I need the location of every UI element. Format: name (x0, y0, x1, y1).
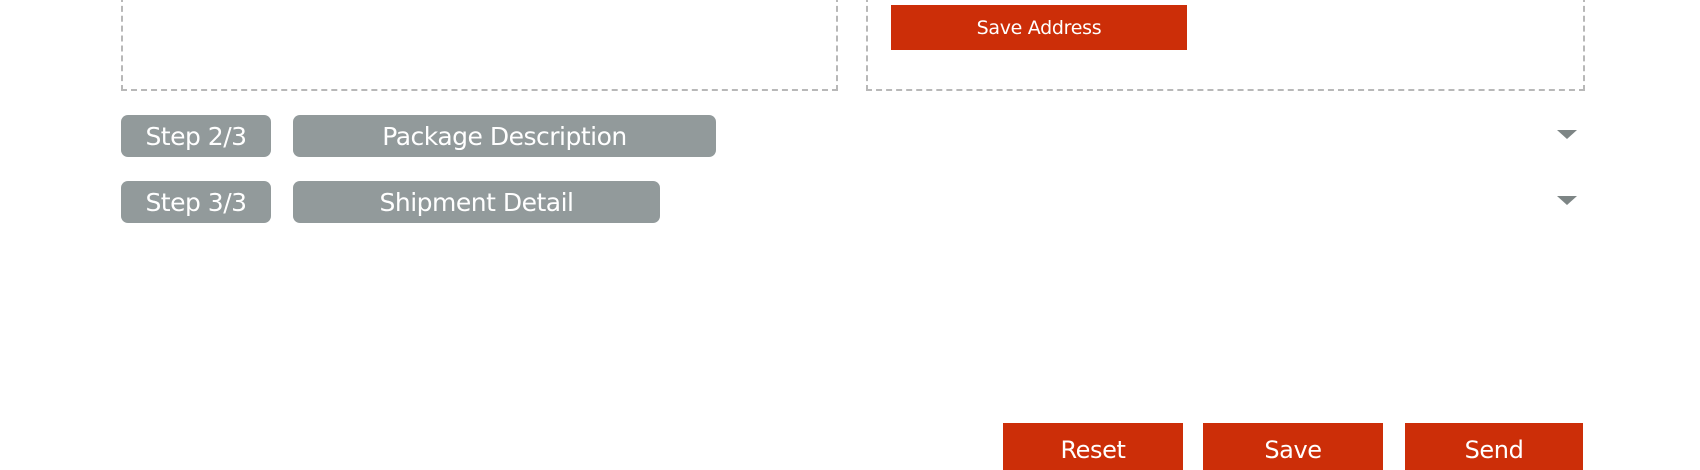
chevron-down-icon[interactable] (1557, 196, 1577, 205)
save-button[interactable]: Save (1203, 423, 1383, 470)
step-header-package-description[interactable]: Step 2/3 Package Description (121, 115, 1587, 157)
step-title: Shipment Detail (293, 181, 660, 223)
save-address-button[interactable]: Save Address (891, 5, 1187, 50)
step-header-shipment-detail[interactable]: Step 3/3 Shipment Detail (121, 181, 1587, 223)
send-button[interactable]: Send (1405, 423, 1583, 470)
step-indicator: Step 3/3 (121, 181, 271, 223)
recipient-address-panel (866, 0, 1585, 91)
step-title: Package Description (293, 115, 716, 157)
step-indicator: Step 2/3 (121, 115, 271, 157)
sender-address-panel (121, 0, 838, 91)
chevron-down-icon[interactable] (1557, 130, 1577, 139)
reset-button[interactable]: Reset (1003, 423, 1183, 470)
